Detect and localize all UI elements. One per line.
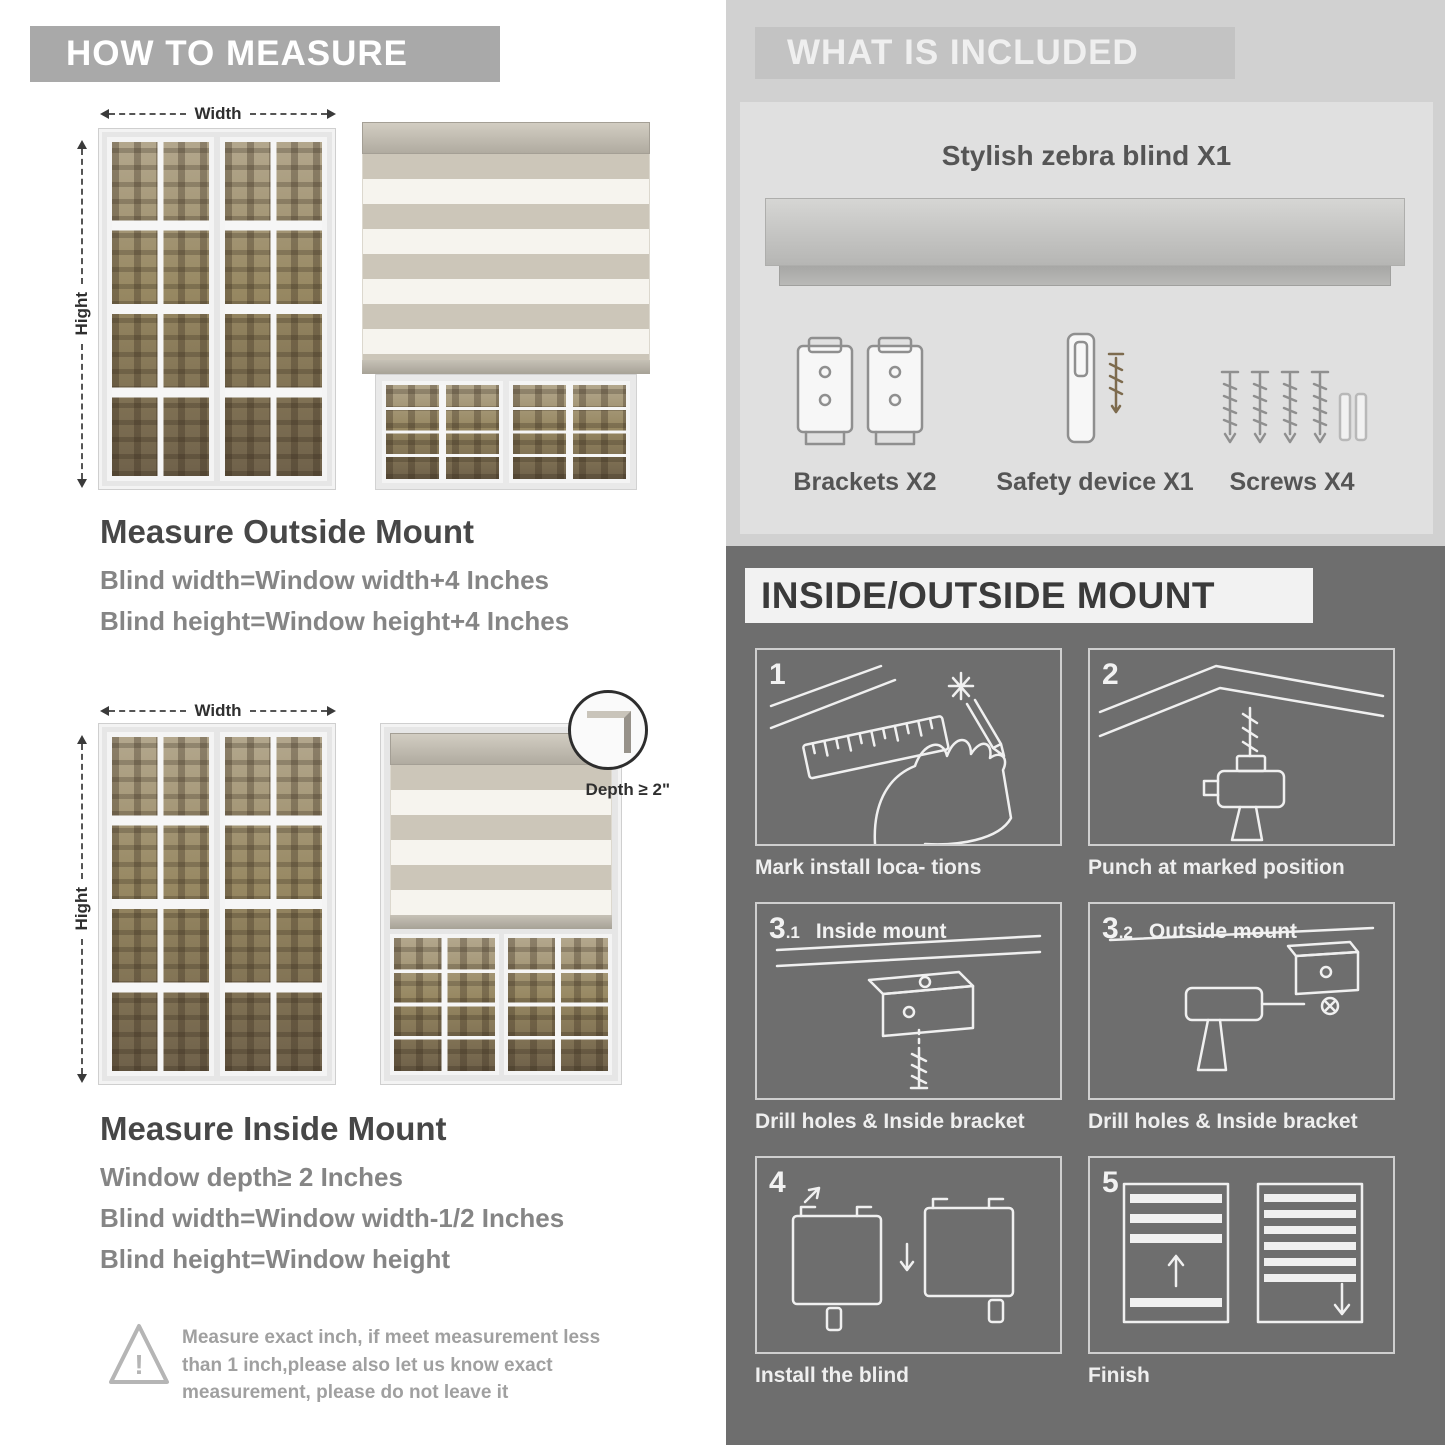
screws-icon <box>1220 370 1368 444</box>
screws-label: Screws X4 <box>1229 468 1355 496</box>
step-4-panel: 4 <box>755 1156 1062 1354</box>
blind-headrail-product <box>765 198 1405 266</box>
drill-icon <box>1098 664 1385 842</box>
arrow-down-icon <box>77 1074 87 1083</box>
mount-steps-grid: 1 Mark install loca- tions <box>755 648 1395 1410</box>
arrow-up-icon <box>77 140 87 149</box>
window-illustration <box>98 723 336 1085</box>
width-label: Width <box>194 104 242 123</box>
blind-bottomrail <box>390 915 612 929</box>
step-3-2-caption: Drill holes & Inside bracket <box>1088 1110 1358 1133</box>
step-number-badge: 2 <box>1102 658 1119 691</box>
frame-corner-detail <box>587 711 631 753</box>
mark-location-icon <box>769 664 1013 844</box>
step-4-caption: Install the blind <box>755 1364 910 1387</box>
step-1-caption: Mark install loca- tions <box>755 856 982 879</box>
mount-guide-section <box>726 546 1445 1445</box>
safety-device-icon <box>1066 332 1125 444</box>
window-sash <box>390 934 499 1075</box>
blind-zebra-stripes <box>362 154 650 360</box>
window-sash <box>220 137 327 481</box>
brackets-label: Brackets X2 <box>793 468 937 496</box>
product-label: Stylish zebra blind X1 <box>941 140 1232 171</box>
width-label: Width <box>194 701 242 720</box>
safety-device-label: Safety device X1 <box>996 468 1194 496</box>
measure-warning-text: Measure exact inch, if meet measurement … <box>182 1327 601 1404</box>
outside-formula-width: Blind width=Window width+4 Inches <box>100 565 549 595</box>
svg-text:!: ! <box>134 1349 143 1380</box>
blind-headrail-lip <box>779 266 1391 286</box>
arrow-right-icon <box>327 706 336 716</box>
outside-bracket-drill-icon <box>1108 926 1375 1072</box>
height-arrow: Hight <box>72 140 91 488</box>
window-sash <box>503 934 612 1075</box>
width-arrow: Width <box>100 104 336 123</box>
arrow-up-icon <box>77 735 87 744</box>
step-number-badge: 1 <box>769 658 786 691</box>
arrow-left-icon <box>100 109 109 119</box>
depth-callout-circle <box>568 690 648 770</box>
step-5-caption: Finish <box>1088 1364 1150 1387</box>
window-illustration <box>98 128 336 490</box>
blind-bottomrail <box>362 360 650 374</box>
window-sash <box>382 381 503 483</box>
step-5: 5 Fini <box>1088 1156 1395 1410</box>
zebra-blind-inside-illustration <box>380 723 622 1085</box>
step-1: 1 Mark install loca- tions <box>755 648 1062 902</box>
step-5-panel: 5 <box>1088 1156 1395 1354</box>
inside-bracket-screw-icon <box>775 934 1042 1090</box>
step-number-badge: 5 <box>1102 1166 1119 1199</box>
brackets-icon <box>796 336 924 446</box>
step-2-caption: Punch at marked position <box>1088 856 1345 879</box>
width-arrow: Width <box>100 701 336 720</box>
outside-formula-height: Blind height=Window height+4 Inches <box>100 606 570 636</box>
mount-guide-header: INSIDE/OUTSIDE MOUNT <box>745 568 1313 623</box>
arrow-right-icon <box>327 109 336 119</box>
finish-blinds-icon <box>1122 1182 1364 1324</box>
height-label: Hight <box>72 292 91 336</box>
blind-zebra-stripes <box>390 765 612 915</box>
inside-formula-depth: Window depth≥ 2 Inches <box>100 1162 403 1192</box>
height-arrow: Hight <box>72 735 91 1083</box>
arrow-left-icon <box>100 706 109 716</box>
step-4: 4 Install the blind <box>755 1156 1062 1410</box>
inside-mount-title: Measure Inside Mount <box>100 1110 447 1147</box>
depth-label: Depth ≥ 2" <box>585 780 670 799</box>
step-1-panel: 1 <box>755 648 1062 846</box>
window-sash <box>220 732 327 1076</box>
how-to-measure-header: HOW TO MEASURE <box>30 26 500 82</box>
install-blind-icon <box>791 1186 1015 1332</box>
window-below-blind <box>375 374 637 490</box>
step-number-badge: 4 <box>769 1166 786 1199</box>
warning-triangle-icon: ! <box>106 1316 172 1399</box>
step-2: 2 Punch at marked position <box>1088 648 1395 902</box>
inside-formula-width: Blind width=Window width-1/2 Inches <box>100 1203 565 1233</box>
outside-mount-title: Measure Outside Mount <box>100 513 475 550</box>
what-is-included-header: WHAT IS INCLUDED <box>755 27 1235 79</box>
included-panel <box>740 102 1433 534</box>
step-2-panel: 2 <box>1088 648 1395 846</box>
window-sash <box>107 732 214 1076</box>
window-sash <box>509 381 630 483</box>
zebra-blind-outside-illustration <box>362 122 650 374</box>
step-3-1-caption: Drill holes & Inside bracket <box>755 1110 1025 1133</box>
inside-formula-height: Blind height=Window height <box>100 1244 450 1274</box>
blind-headrail <box>362 122 650 154</box>
window-sash <box>107 137 214 481</box>
arrow-down-icon <box>77 479 87 488</box>
height-label: Hight <box>72 887 91 931</box>
